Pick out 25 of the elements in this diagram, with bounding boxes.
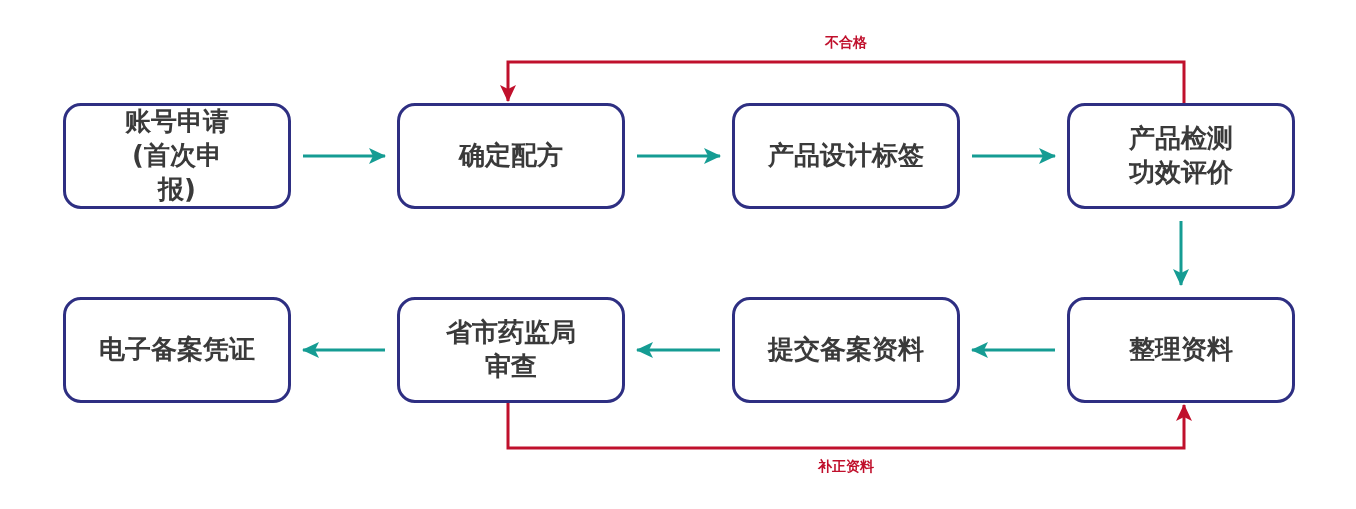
process-box (397, 297, 625, 403)
step-text: 电子备案凭证 (99, 333, 255, 367)
process-box (1067, 297, 1295, 403)
step-text: 账号申请(首次申报) (124, 105, 230, 206)
step-text: 整理资料 (1129, 333, 1233, 367)
process-box (732, 103, 960, 209)
arrow (637, 148, 721, 164)
process-box (732, 297, 960, 403)
arrow (971, 342, 1055, 358)
step-text: 提交备案资料 (768, 333, 924, 367)
process-box (397, 103, 625, 209)
arrow (972, 148, 1056, 164)
process-box (1067, 103, 1295, 209)
process-box (63, 103, 291, 209)
arrow (303, 148, 386, 164)
arrow (302, 342, 385, 358)
step-text: 省市药监局审查 (445, 316, 577, 383)
step-text: 产品设计标签 (768, 139, 924, 173)
process-box (63, 297, 291, 403)
step-text: 产品检测功效评价 (1128, 122, 1234, 189)
arrow (636, 342, 720, 358)
arrow (1173, 221, 1189, 286)
arrow (506, 403, 1192, 450)
arrow (500, 60, 1186, 103)
step-text: 确定配方 (459, 139, 563, 173)
